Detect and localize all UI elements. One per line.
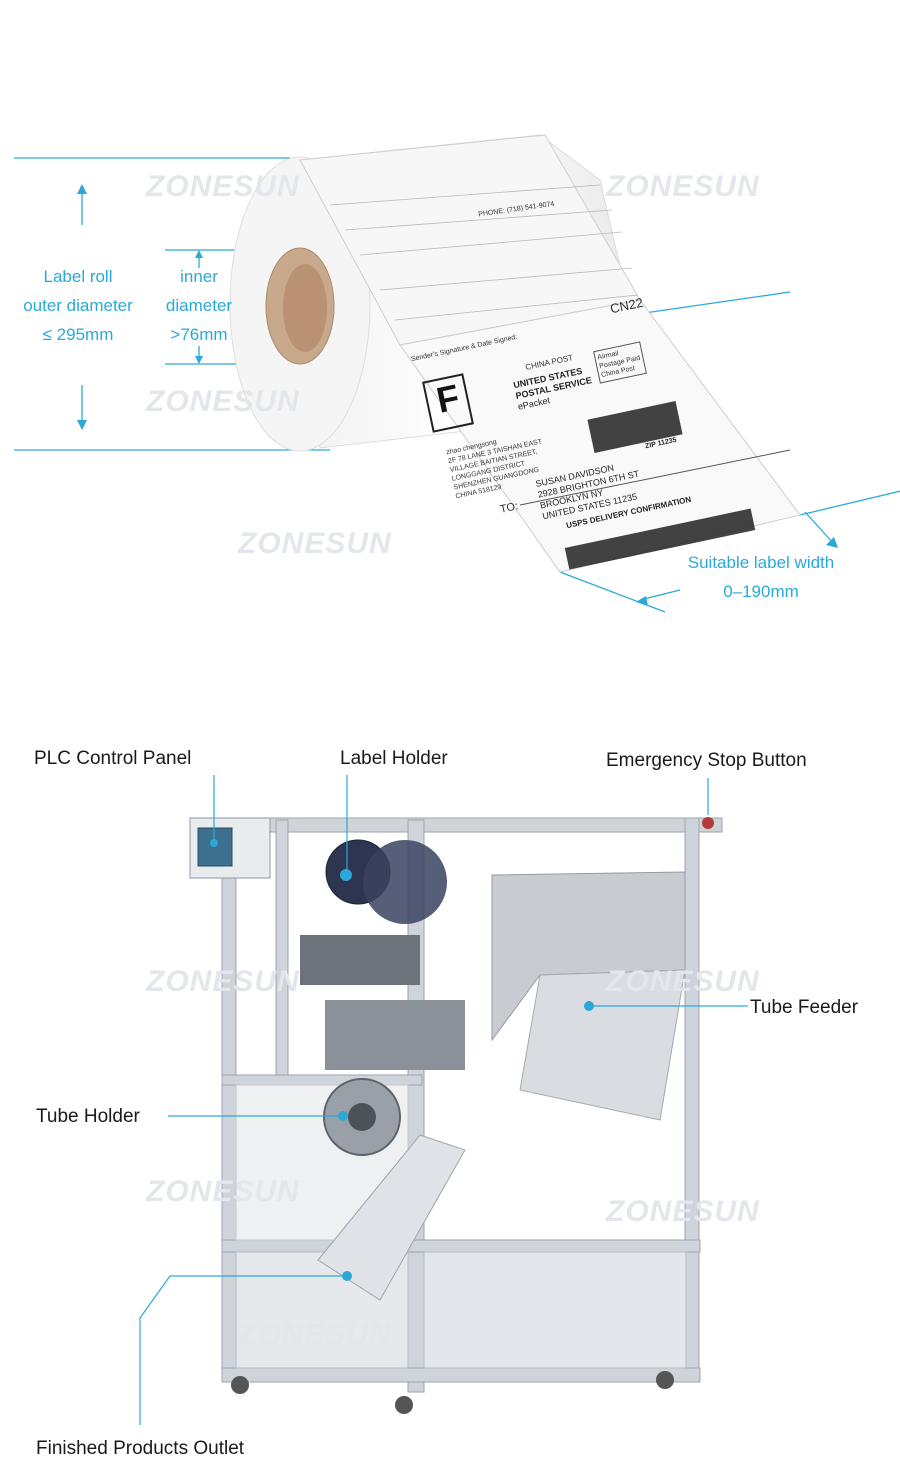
label-roll-illustration: [14, 134, 900, 613]
finished-products-outlet-label: Finished Products Outlet: [36, 1438, 245, 1459]
watermark: ZONESUN: [146, 170, 300, 203]
watermark: ZONESUN: [238, 527, 392, 560]
label-width-label: Suitable label width 0–190mm: [666, 548, 856, 606]
inner-diameter-label: inner diameter >76mm: [154, 262, 244, 349]
plc-control-panel-label: PLC Control Panel: [34, 748, 192, 769]
label-holder-label: Label Holder: [340, 748, 448, 769]
watermark: ZONESUN: [606, 965, 760, 998]
watermark: ZONESUN: [606, 1195, 760, 1228]
watermark: ZONESUN: [520, 1325, 674, 1358]
label-width-line-1: Suitable label width: [687, 553, 835, 572]
watermark: ZONESUN: [238, 1318, 392, 1351]
outer-diameter-line-2: outer diameter: [23, 296, 133, 315]
watermark: ZONESUN: [146, 965, 300, 998]
watermark: ZONESUN: [146, 385, 300, 418]
label-width-line-2: 0–190mm: [723, 582, 799, 601]
outer-diameter-label: Label roll outer diameter ≤ 295mm: [8, 262, 148, 349]
inner-diameter-line-3: >76mm: [170, 325, 228, 344]
outer-diameter-line-1: Label roll: [43, 267, 113, 286]
emergency-stop-label: Emergency Stop Button: [606, 750, 807, 771]
tube-holder-label: Tube Holder: [36, 1106, 140, 1127]
watermark: ZONESUN: [606, 170, 760, 203]
watermark: ZONESUN: [146, 1175, 300, 1208]
inner-diameter-line-1: inner: [180, 267, 218, 286]
outer-diameter-line-3: ≤ 295mm: [42, 325, 114, 344]
tube-feeder-label: Tube Feeder: [750, 997, 859, 1018]
inner-diameter-line-2: diameter: [165, 296, 233, 315]
